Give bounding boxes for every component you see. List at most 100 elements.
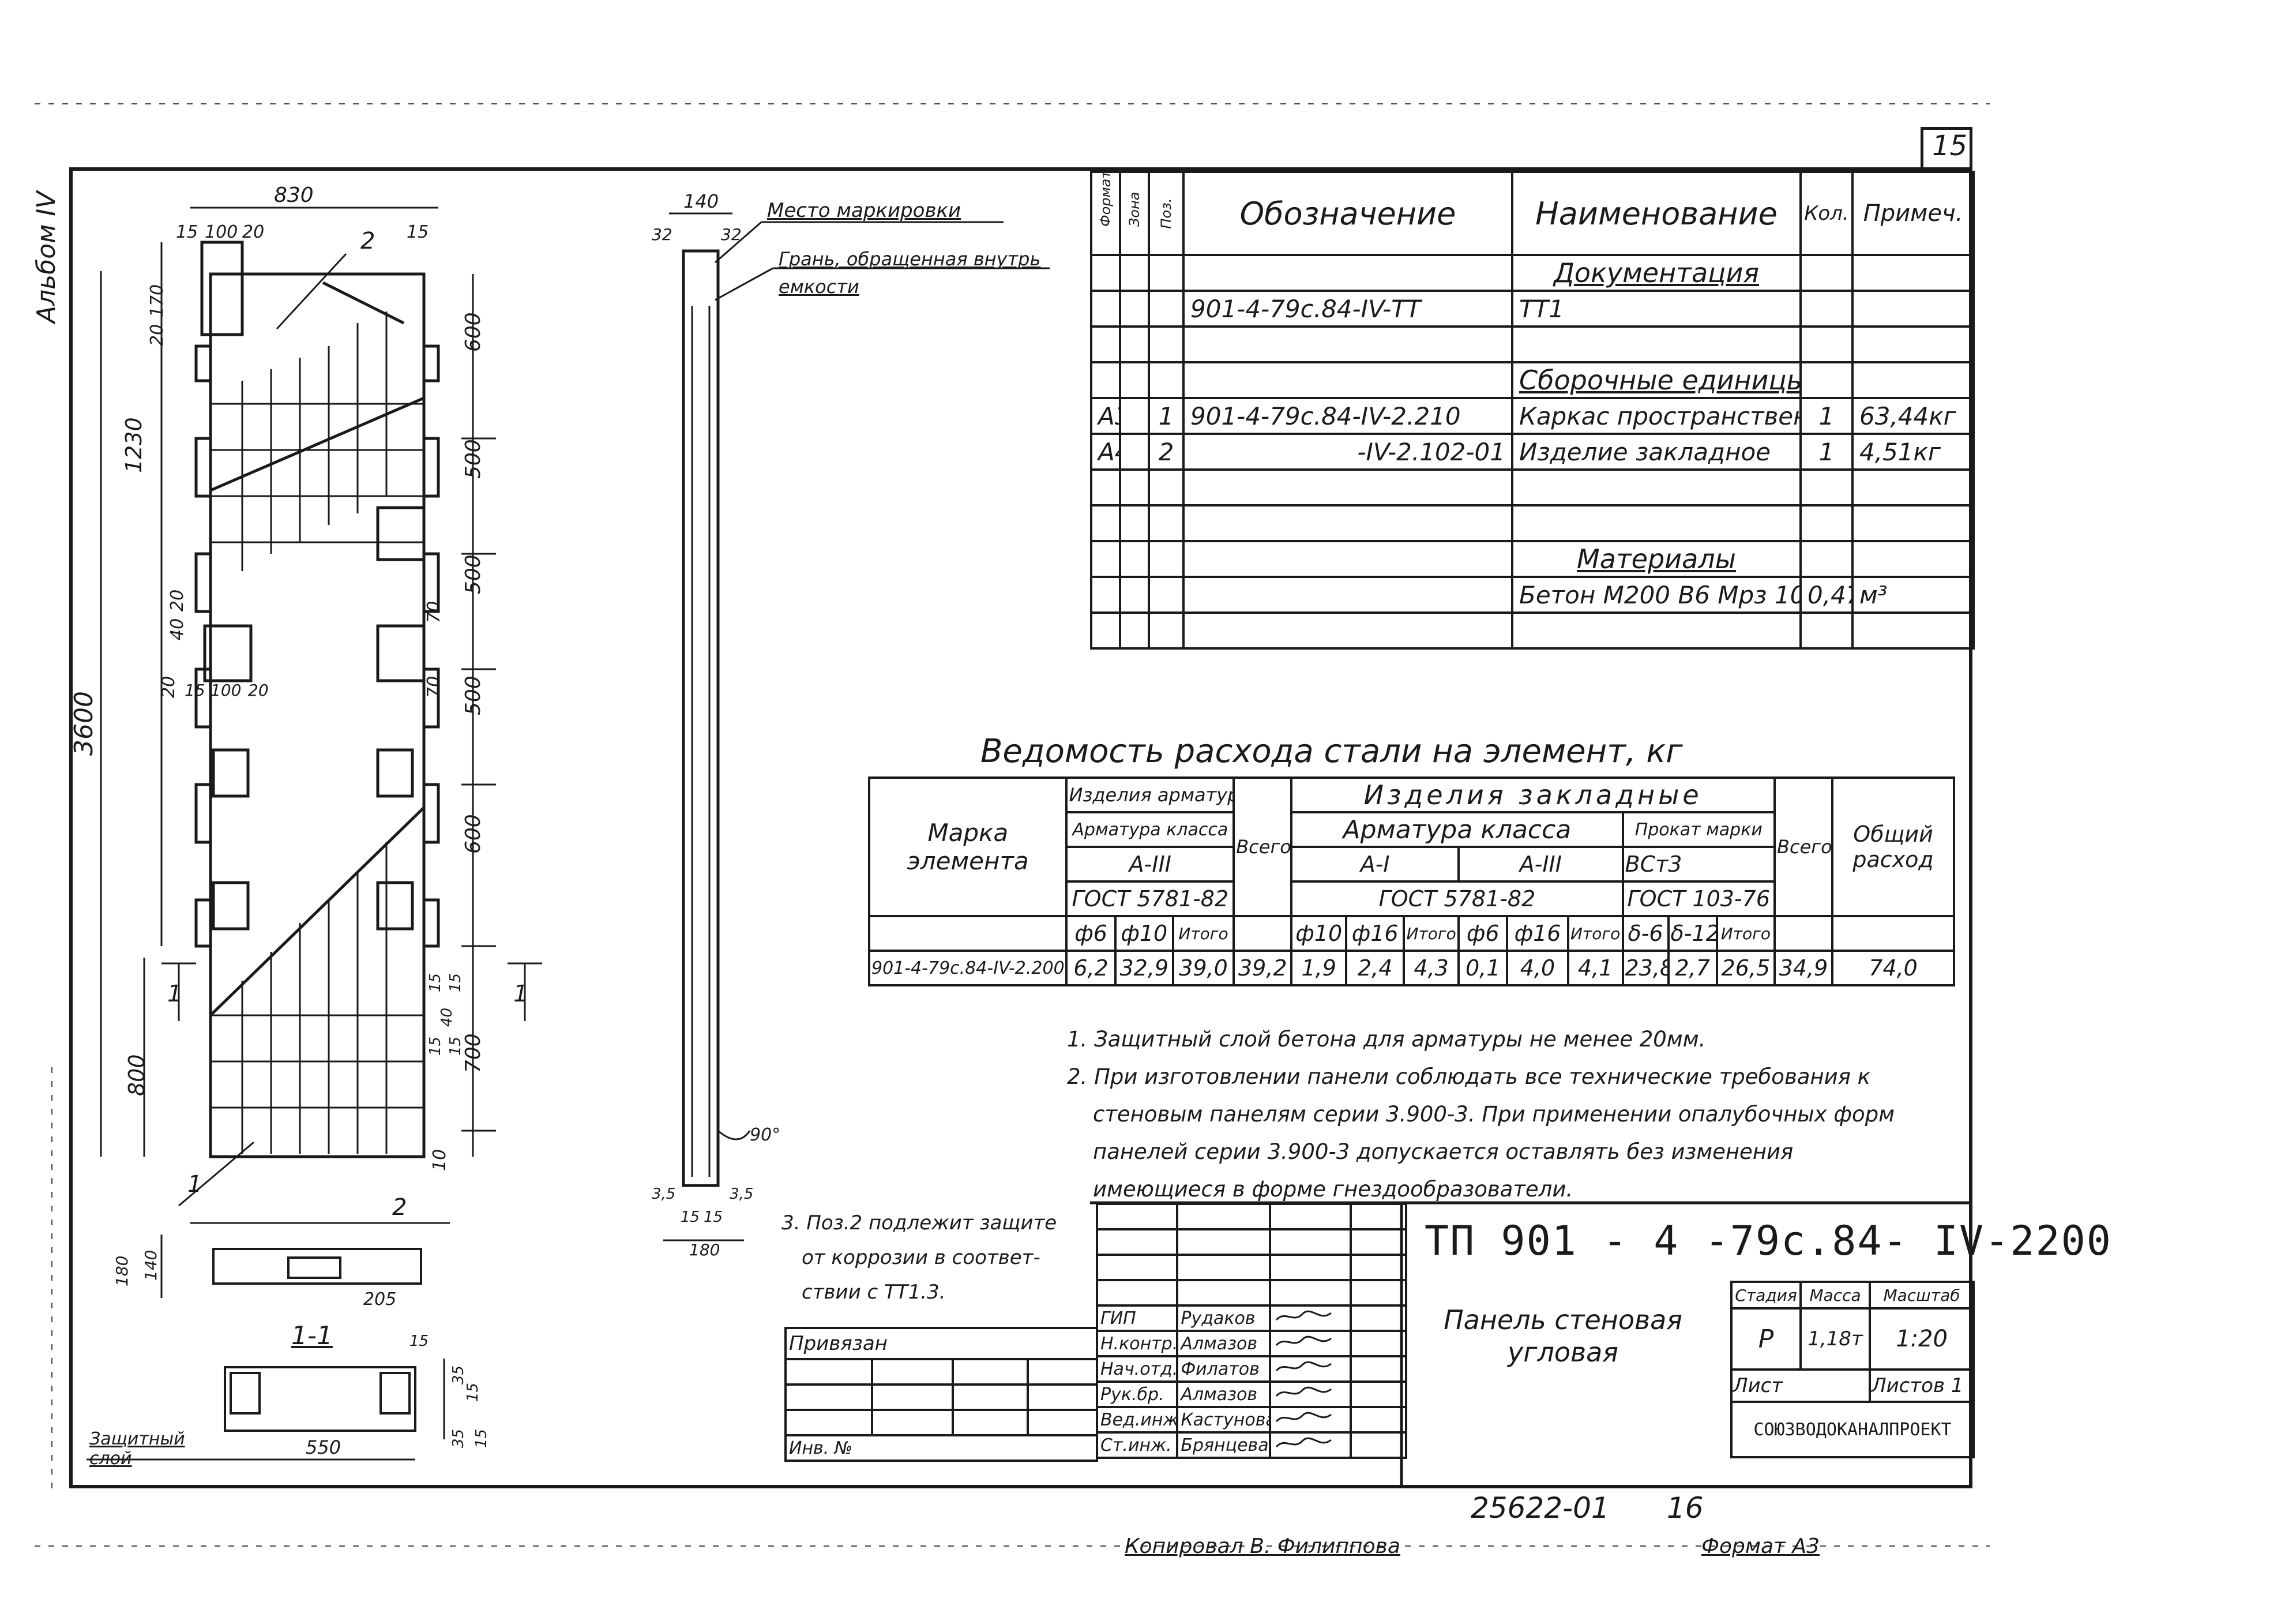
- spec-cell-designation: [1182, 611, 1513, 650]
- right-dim-500a: 500: [461, 439, 485, 479]
- spec-cell-name: [1511, 611, 1802, 650]
- steel-row-value: 4,3: [1403, 950, 1460, 986]
- scale-value: 1:20: [1869, 1307, 1975, 1371]
- steel-blank-cell: [1232, 915, 1293, 952]
- embedded-gost-header: ГОСТ 5781-82: [1290, 880, 1624, 917]
- spec-cell-qty: [1799, 540, 1854, 578]
- steel-row-value: 32,9: [1114, 950, 1174, 986]
- stamp-role: Нач.отд.: [1095, 1355, 1179, 1383]
- spec-row: [1090, 504, 1975, 542]
- callout-1: 1: [187, 1171, 202, 1198]
- stamp-person: Алмазов: [1176, 1380, 1272, 1408]
- note-3-line-3: ствии с ТТ1.3.: [802, 1281, 946, 1304]
- spec-cell-format: [1090, 611, 1121, 650]
- stamp-person: Брянцева: [1176, 1431, 1272, 1459]
- opening-dim-15: 15: [185, 681, 205, 700]
- spec-cell-note: м³: [1851, 576, 1975, 614]
- doc-code: ТП 901 - 4 -79с.84- IV-2200: [1425, 1217, 2112, 1265]
- steel-subheader: ф6: [1065, 915, 1117, 952]
- section-dim-35b: 35: [450, 1428, 467, 1448]
- spec-cell-name: Документация: [1511, 254, 1802, 292]
- steel-row-value: 23,8: [1621, 950, 1670, 986]
- spec-cell-format: [1090, 576, 1121, 614]
- spec-row: [1090, 325, 1975, 363]
- spec-cell-qty: [1799, 468, 1854, 507]
- marking-place-label: Место маркировки: [767, 199, 961, 222]
- signature-mark: [1269, 1380, 1352, 1408]
- spec-cell-name: Каркас пространственный: [1511, 397, 1802, 435]
- spec-cell-format: [1090, 540, 1121, 578]
- attachment-stamp: Привязан Инв. №: [784, 1327, 1099, 1462]
- inventory-code: 25622-01: [1471, 1491, 1610, 1525]
- stamp-person: Филатов: [1176, 1355, 1272, 1383]
- steel-table-title: Ведомость расхода стали на элемент, кг: [980, 733, 1683, 770]
- lower-dim-15a: 15: [427, 973, 444, 992]
- spec-cell-note: 4,51кг: [1851, 433, 1975, 471]
- spec-cell-name: Изделие закладное: [1511, 433, 1802, 471]
- spec-cell-format: [1090, 254, 1121, 292]
- left-dim-20: 20: [147, 324, 167, 346]
- signature-mark: [1269, 1304, 1352, 1332]
- signature-mark: [1269, 1406, 1352, 1434]
- spec-cell-zone: [1119, 576, 1150, 614]
- note-2: 2. При изготовлении панели соблюдать все…: [1067, 1064, 1871, 1089]
- note-1: 1. Защитный слой бетона для арматуры не …: [1067, 1027, 1706, 1052]
- top-dim-1: 15: [176, 222, 198, 242]
- embedded-total-header: Всего: [1773, 776, 1834, 917]
- steel-blank-cell: [867, 915, 1068, 952]
- spec-cell-format: [1090, 468, 1121, 507]
- opening-dim-20c: 20: [248, 681, 269, 700]
- steel-consumption-table: Марка элемента Изделия арматурные Всего …: [867, 776, 1955, 986]
- spec-row: Материалы: [1090, 540, 1975, 578]
- scale-label: Масштаб: [1869, 1281, 1975, 1310]
- spec-cell-qty: [1799, 504, 1854, 542]
- spec-cell-format: [1090, 325, 1121, 363]
- stamp-role: Ст.инж.: [1095, 1431, 1179, 1459]
- steel-subheader: ф10: [1114, 915, 1174, 952]
- opening-dim-70a: 70: [424, 601, 444, 623]
- callout-2: 2: [360, 228, 375, 254]
- spec-cell-name: [1511, 468, 1802, 507]
- section-dim-15c: 15: [473, 1428, 490, 1448]
- spec-cell-zone: [1119, 290, 1150, 328]
- section-mark-right: 1: [513, 981, 528, 1007]
- left-dim-170: 170: [147, 284, 167, 317]
- section-dim-550: 550: [306, 1436, 341, 1458]
- spec-cell-note: [1851, 290, 1975, 328]
- top-dim-2: 100: [205, 222, 238, 242]
- lower-dim-15d: 15: [447, 1036, 464, 1056]
- spec-cell-zone: [1119, 540, 1150, 578]
- spec-cell-designation: [1182, 254, 1513, 292]
- spec-cell-zone: [1119, 433, 1150, 471]
- steel-subheader: Итого: [1171, 915, 1235, 952]
- spec-cell-designation: [1182, 504, 1513, 542]
- spec-header-note: Примеч.: [1851, 171, 1975, 256]
- stamp-role: Н.контр.: [1095, 1330, 1179, 1357]
- embedded-a1-header: А-I: [1290, 846, 1460, 883]
- spec-cell-pos: [1148, 504, 1185, 542]
- lower-dim-15c: 15: [427, 1036, 444, 1056]
- spec-cell-note: [1851, 361, 1975, 399]
- note-2-line-2: стеновым панелям серии 3.900-3. При прим…: [1093, 1102, 1895, 1127]
- protective-layer-label: Защитный слой: [89, 1429, 185, 1469]
- spec-cell-pos: 1: [1148, 397, 1185, 435]
- spec-cell-qty: [1799, 361, 1854, 399]
- stamp-person: Алмазов: [1176, 1330, 1272, 1357]
- right-dim-500b: 500: [461, 554, 485, 594]
- section-mark-left: 1: [167, 981, 182, 1007]
- section-dim-140: 140: [141, 1250, 160, 1281]
- specification-table: Формат Зона Поз. Обозначение Наименовани…: [1090, 171, 1975, 650]
- edge-bottom-dim-c: 15: [681, 1209, 700, 1226]
- sheet-label: Лист: [1730, 1368, 1871, 1403]
- spec-cell-designation: [1182, 576, 1513, 614]
- spec-cell-qty: [1799, 254, 1854, 292]
- attached-label: Привязан: [784, 1327, 1099, 1360]
- spec-cell-name: Материалы: [1511, 540, 1802, 578]
- section-dim-15b: 15: [464, 1382, 482, 1402]
- spec-cell-qty: [1799, 611, 1854, 650]
- vst3-header: ВСт3: [1621, 846, 1776, 883]
- steel-subheader: Итого: [1566, 915, 1624, 952]
- stage-label: Стадия: [1730, 1281, 1802, 1310]
